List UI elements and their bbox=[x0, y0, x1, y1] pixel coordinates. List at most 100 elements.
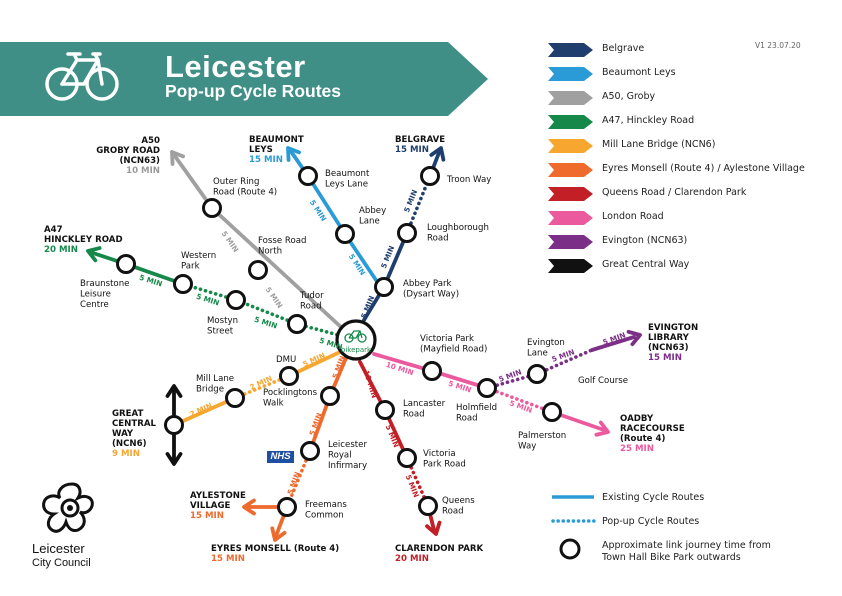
time-a47-3: 5 MIN bbox=[253, 315, 278, 331]
legend-label-eyres: Eyres Monsell (Route 4) / Aylestone Vill… bbox=[602, 163, 805, 174]
route-mill-line bbox=[172, 396, 237, 427]
stop-label-outer-ring-line: Outer Ring bbox=[213, 177, 259, 187]
destination-a47-line: A47 bbox=[44, 225, 63, 235]
destination-aylestone-time: 15 MIN bbox=[190, 511, 224, 521]
stop-label-abbey-park-line: Abbey Park bbox=[403, 279, 451, 289]
route-a50-line bbox=[170, 150, 214, 210]
stop-label-freemans-line: Freemans bbox=[305, 500, 347, 510]
stop-label-palmerston-line: Way bbox=[518, 442, 536, 452]
legend-label-belgrave: Belgrave bbox=[602, 43, 645, 54]
stop-label-braunstone-line: Leisure bbox=[80, 290, 111, 300]
legend-label-london: London Road bbox=[602, 211, 664, 222]
legend-item-evington: Evington (NCN63) bbox=[548, 234, 828, 250]
stop-palmerston-way bbox=[542, 402, 562, 422]
stop-label-evington-lane-line: Evington bbox=[527, 338, 565, 348]
stop-label-western-line: Park bbox=[181, 262, 200, 272]
stop-braunstone bbox=[116, 254, 136, 274]
stop-label-queens-line: Queens bbox=[442, 496, 475, 506]
route-eyres-arrow-icon bbox=[270, 526, 287, 542]
destination-evington-line: LIBRARY bbox=[648, 333, 690, 343]
stop-lri bbox=[300, 441, 320, 461]
stop-label-beaumont-lane-line: Beaumont bbox=[325, 169, 370, 179]
stop-label-loughborough-line: Loughborough bbox=[427, 223, 489, 233]
stop-freemans-common bbox=[277, 497, 297, 517]
stop-label-freemans-line: Common bbox=[305, 511, 344, 521]
stop-label-victoria-park: Victoria Park(Mayfield Road) bbox=[420, 334, 487, 355]
leicester-city-council-logo bbox=[42, 482, 94, 533]
route-gcw-north-arrow-icon bbox=[165, 384, 183, 398]
council-name-line1: Leicester bbox=[32, 541, 85, 556]
destination-a47-time: 20 MIN bbox=[44, 245, 78, 255]
stop-fosse-road-north bbox=[248, 260, 268, 280]
legend-label-a50: A50, Groby bbox=[602, 91, 656, 102]
legend-label-beaumont: Beaumont Leys bbox=[602, 67, 676, 78]
time-evington-2: 5 MIN bbox=[550, 347, 575, 364]
stop-label-evington-lane-line: Lane bbox=[527, 349, 548, 359]
destination-oadby-time: 25 MIN bbox=[620, 444, 654, 454]
destination-clarendon-line: CLARENDON PARK bbox=[395, 544, 484, 554]
page-subtitle: Pop-up Cycle Routes bbox=[165, 81, 341, 101]
destination-aylestone-line: AYLESTONE bbox=[190, 491, 246, 501]
stop-label-queens-line: Road bbox=[442, 507, 464, 517]
stop-label-beaumont-lane-line: Leys Lane bbox=[325, 180, 368, 190]
legend-arrow-icon bbox=[548, 235, 593, 249]
destination-gcw-line: CENTRAL bbox=[112, 419, 156, 429]
route-evington-line bbox=[590, 335, 636, 352]
route-beaumont-line bbox=[343, 232, 382, 288]
stop-western-park bbox=[173, 274, 193, 294]
route-london-line bbox=[485, 386, 554, 414]
title-banner bbox=[0, 42, 488, 116]
route-belgrave-arrow-icon bbox=[429, 146, 446, 162]
route-a47-line bbox=[234, 298, 299, 326]
stop-dmu bbox=[279, 366, 299, 386]
version-label: V1 23.07.20 bbox=[755, 41, 801, 50]
legend-arrow-icon bbox=[548, 187, 593, 201]
time-evington-1: 5 MIN bbox=[497, 367, 522, 384]
stop-label-lri-line: Leicester bbox=[328, 440, 367, 450]
destination-evington-line: (NCN63) bbox=[648, 343, 689, 353]
key-existing-label: Existing Cycle Routes bbox=[602, 492, 705, 503]
legend-arrow-icon bbox=[548, 67, 593, 81]
stop-label-pocklingtons-line: Walk bbox=[263, 399, 284, 409]
destination-a50-time: 10 MIN bbox=[126, 166, 160, 176]
destination-a47-line: HINCKLEY ROAD bbox=[44, 235, 123, 245]
stop-beaumont-leys-lane bbox=[298, 166, 318, 186]
legend-arrow-icon bbox=[548, 43, 593, 57]
stop-lancaster-road bbox=[375, 400, 395, 420]
destination-gcw-time: 9 MIN bbox=[112, 449, 140, 459]
journey-time-circle-icon bbox=[559, 538, 581, 560]
route-evington-line bbox=[535, 348, 594, 376]
legend-item-a47: A47, Hinckley Road bbox=[548, 114, 828, 130]
stop-abbey-lane bbox=[335, 224, 355, 244]
stop-label-palmerston-line: Palmerston bbox=[518, 431, 566, 441]
route-oadby-arrow-icon bbox=[594, 420, 610, 437]
route-beaumont-arrow-icon bbox=[286, 146, 302, 162]
stop-label-holmfield-line: Road bbox=[456, 414, 478, 424]
nhs-badge: NHS bbox=[267, 451, 294, 463]
stop-mill-lane-bridge bbox=[225, 388, 245, 408]
stop-abbey-park bbox=[374, 277, 394, 297]
route-aylestone-arrow-icon bbox=[242, 498, 256, 516]
key-circle-label-2: Town Hall Bike Park outwards bbox=[602, 552, 741, 563]
legend-label-gcw: Great Central Way bbox=[602, 259, 690, 270]
hub-label: bikepark bbox=[341, 346, 372, 354]
stop-label-victoria-road-line: Victoria bbox=[423, 449, 456, 459]
legend-arrow-icon bbox=[548, 211, 593, 225]
stop-label-fosse-line: North bbox=[258, 247, 282, 257]
stop-label-western-line: Western bbox=[181, 251, 216, 261]
stop-troon-way bbox=[420, 166, 440, 186]
stop-label-troon: Troon Way bbox=[446, 175, 491, 185]
legend-item-mill: Mill Lane Bridge (NCN6) bbox=[548, 138, 828, 154]
council-name-line2: City Council bbox=[32, 557, 91, 569]
